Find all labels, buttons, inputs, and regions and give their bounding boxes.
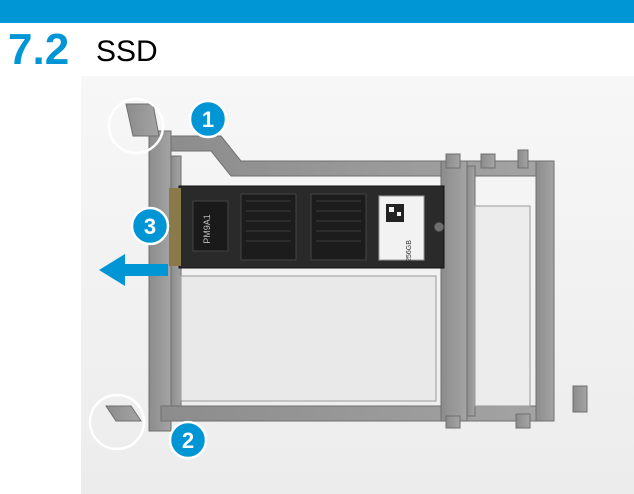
callout-3: 3 xyxy=(130,206,170,246)
ssd-removal-photo: PM9A1 256GB xyxy=(81,76,634,494)
section-number: 7.2 xyxy=(8,25,70,74)
highlight-circle-1 xyxy=(107,97,165,155)
tray xyxy=(105,103,588,432)
callout-2: 2 xyxy=(168,420,208,460)
svg-text:256GB: 256GB xyxy=(406,240,413,262)
arrow-left-icon xyxy=(99,254,168,286)
callout-1: 1 xyxy=(188,99,228,139)
svg-text:2: 2 xyxy=(182,428,194,453)
header-bar xyxy=(0,0,634,23)
svg-text:3: 3 xyxy=(144,214,156,239)
section-title: SSD xyxy=(96,35,158,68)
svg-text:1: 1 xyxy=(202,107,214,132)
svg-text:PM9A1: PM9A1 xyxy=(202,214,212,244)
highlight-circle-2 xyxy=(88,393,146,451)
ssd-module: PM9A1 256GB xyxy=(169,185,445,269)
